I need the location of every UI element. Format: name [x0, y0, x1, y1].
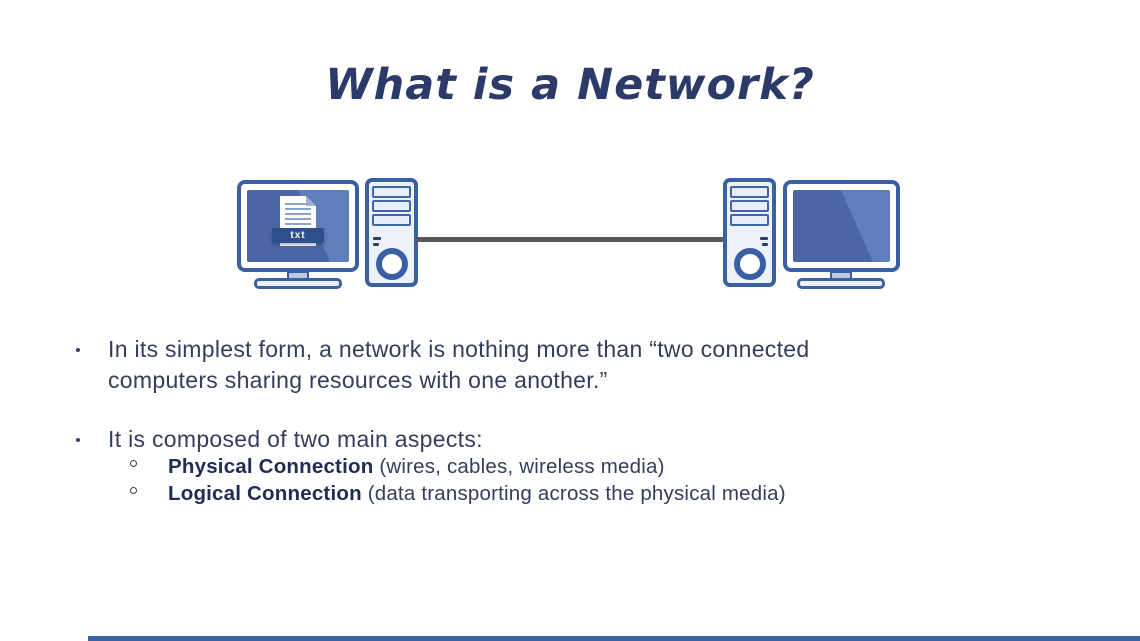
tower-slat: [730, 214, 769, 226]
sub-bullet-marker: [130, 460, 137, 467]
right-monitor-stand-base: [797, 278, 885, 289]
slide-title: What is a Network?: [325, 60, 815, 110]
logical-connection-detail: (data transporting across the physical m…: [361, 482, 786, 505]
bullet-marker: [76, 348, 80, 352]
left-monitor-stand-base: [254, 278, 342, 289]
tower-vent-dash: [760, 237, 768, 240]
power-button-icon: [375, 248, 408, 280]
bottom-accent-bar: [88, 636, 1140, 641]
tower-slat: [372, 200, 411, 212]
txt-badge: txt: [272, 228, 324, 243]
bullet-definition: In its simplest form, a network is nothi…: [108, 336, 810, 393]
right-tower-icon: [723, 178, 776, 287]
tower-slat: [372, 214, 411, 226]
tower-vent-dash: [373, 243, 379, 246]
left-monitor-screen: txt: [247, 190, 349, 262]
power-button-icon: [733, 248, 766, 280]
sub-bullet-logical: Logical Connection (data transporting ac…: [168, 480, 1068, 507]
physical-connection-detail: (wires, cables, wireless media): [373, 455, 665, 478]
page-text-lines: [285, 203, 311, 225]
tower-vent-dash: [373, 237, 381, 240]
tower-slat: [730, 186, 769, 198]
right-monitor-icon: [783, 180, 900, 272]
tower-slat: [372, 186, 411, 198]
left-tower-icon: [365, 178, 418, 287]
network-cable: [416, 237, 724, 242]
bullet-marker: [76, 438, 80, 442]
tower-vent-dash: [762, 243, 768, 246]
sub-bullet-marker: [130, 487, 137, 494]
tower-slat: [730, 200, 769, 212]
sub-bullet-physical: Physical Connection (wires, cables, wire…: [168, 453, 1068, 480]
logical-connection-label: Logical Connection: [168, 482, 362, 505]
right-monitor-stand-neck: [830, 271, 852, 280]
left-monitor-icon: txt: [237, 180, 359, 272]
physical-connection-label: Physical Connection: [168, 455, 374, 478]
left-monitor-stand-neck: [287, 271, 309, 280]
right-monitor-screen: [793, 190, 890, 262]
bullet-aspects: It is composed of two main aspects:: [108, 426, 483, 452]
txt-file-icon: txt: [272, 196, 324, 254]
